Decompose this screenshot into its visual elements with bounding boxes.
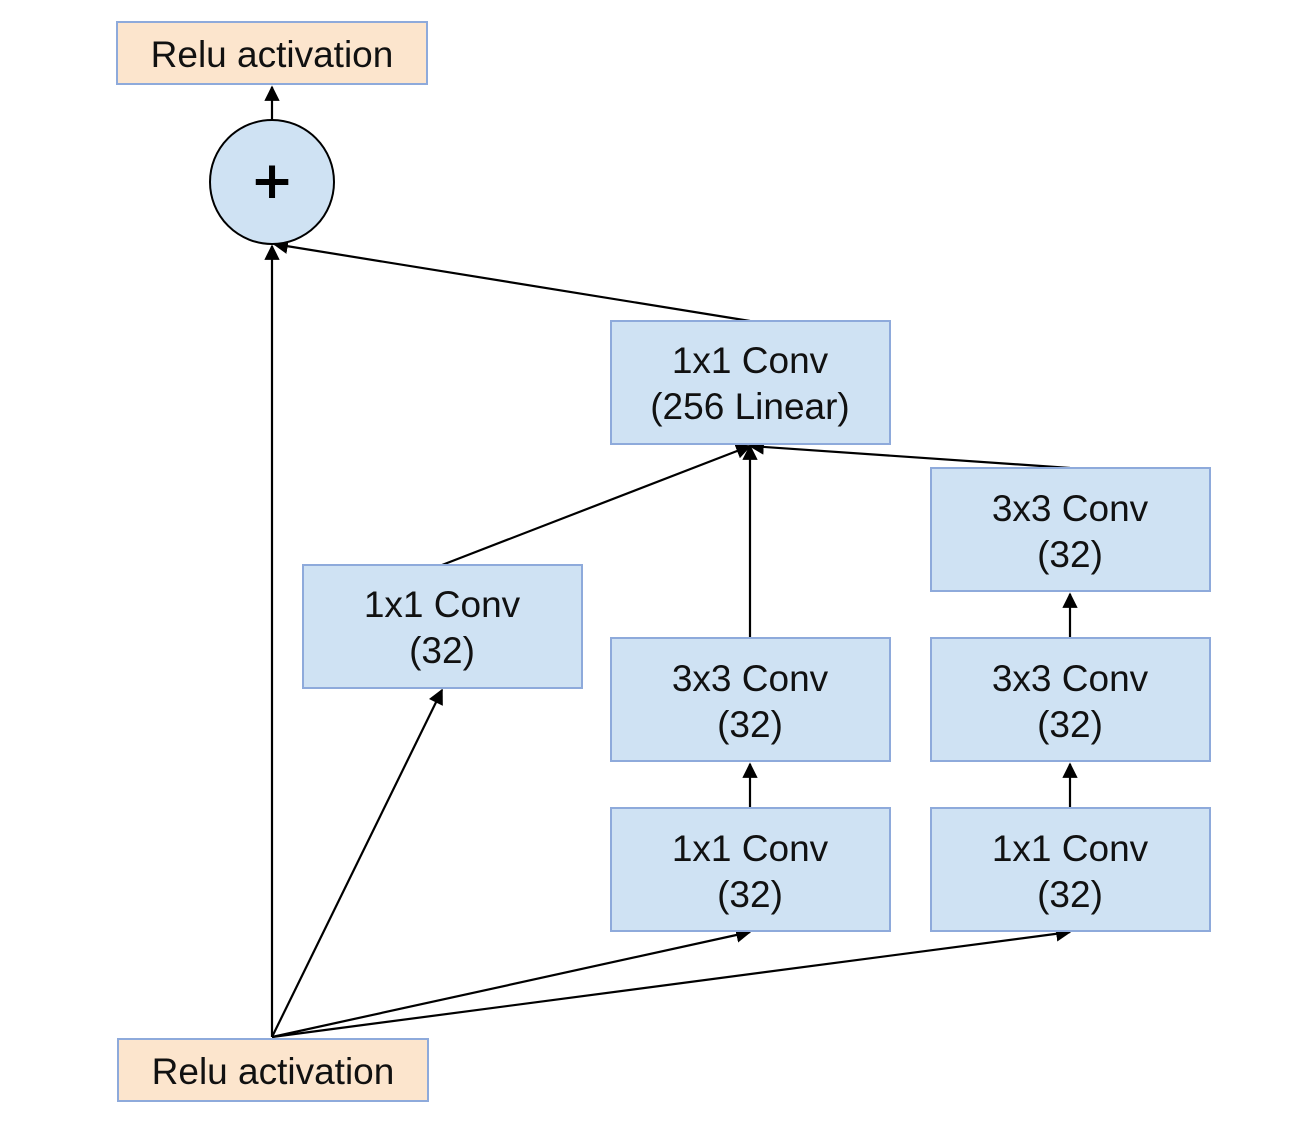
branch3-conv-1x1-line2: (32) — [1037, 874, 1103, 915]
edge-linear-conv-to-sum — [272, 238, 751, 323]
edge-relu-bottom-to-branch3-conv — [271, 926, 1072, 1039]
conv-1x1-256-linear-line1: 1x1 Conv — [672, 340, 829, 381]
branch3-conv-3x3-middle-line1: 3x3 Conv — [992, 658, 1149, 699]
relu-activation-top-box — [116, 21, 428, 85]
edges — [264, 85, 1078, 1039]
branch3-conv-3x3-top-box — [930, 467, 1211, 592]
branch3-conv-3x3-top-line2: (32) — [1037, 534, 1103, 575]
sum-circle — [209, 119, 335, 245]
branch2-conv-3x3-line1: 3x3 Conv — [672, 658, 829, 699]
conv-1x1-256-linear-box — [610, 320, 891, 445]
node-branch3-conv-1x1: 1x1 Conv (32) — [930, 807, 1211, 932]
node-branch3-conv-3x3-middle: 3x3 Conv (32) — [930, 637, 1211, 762]
node-sum: + — [209, 119, 335, 245]
node-relu-activation-top: Relu activation — [116, 21, 428, 85]
branch2-conv-1x1-line2: (32) — [717, 874, 783, 915]
relu-activation-top-label: Relu activation — [151, 34, 394, 75]
branch1-conv-1x1-line1: 1x1 Conv — [364, 584, 521, 625]
edge-relu-bottom-to-branch2-conv — [271, 927, 752, 1039]
branch2-conv-1x1-box — [610, 807, 891, 932]
node-conv-1x1-256-linear: 1x1 Conv (256 Linear) — [610, 320, 891, 445]
node-branch2-conv-3x3: 3x3 Conv (32) — [610, 637, 891, 762]
relu-activation-bottom-box — [117, 1038, 429, 1102]
node-branch2-conv-1x1: 1x1 Conv (32) — [610, 807, 891, 932]
node-branch1-conv-1x1: 1x1 Conv (32) — [302, 564, 583, 689]
branch1-conv-1x1-line2: (32) — [409, 630, 475, 671]
edge-relu-bottom-to-branch1-conv — [271, 688, 443, 1038]
branch3-conv-1x1-box — [930, 807, 1211, 932]
conv-1x1-256-linear-line2: (256 Linear) — [650, 386, 850, 427]
node-branch3-conv-3x3-top: 3x3 Conv (32) — [930, 467, 1211, 592]
branch3-conv-3x3-middle-box — [930, 637, 1211, 762]
branch2-conv-1x1-line1: 1x1 Conv — [672, 828, 829, 869]
branch1-conv-1x1-box — [302, 564, 583, 689]
node-relu-activation-bottom: Relu activation — [117, 1038, 429, 1102]
branch2-conv-3x3-line2: (32) — [717, 704, 783, 745]
edge-branch3-to-linear-conv — [748, 439, 1071, 470]
branch3-conv-1x1-line1: 1x1 Conv — [992, 828, 1149, 869]
branch3-conv-3x3-top-line1: 3x3 Conv — [992, 488, 1149, 529]
relu-activation-bottom-label: Relu activation — [152, 1051, 395, 1092]
edge-branch1-to-linear-conv — [441, 443, 752, 567]
plus-icon: + — [250, 151, 294, 211]
branch3-conv-3x3-middle-line2: (32) — [1037, 704, 1103, 745]
branch2-conv-3x3-box — [610, 637, 891, 762]
